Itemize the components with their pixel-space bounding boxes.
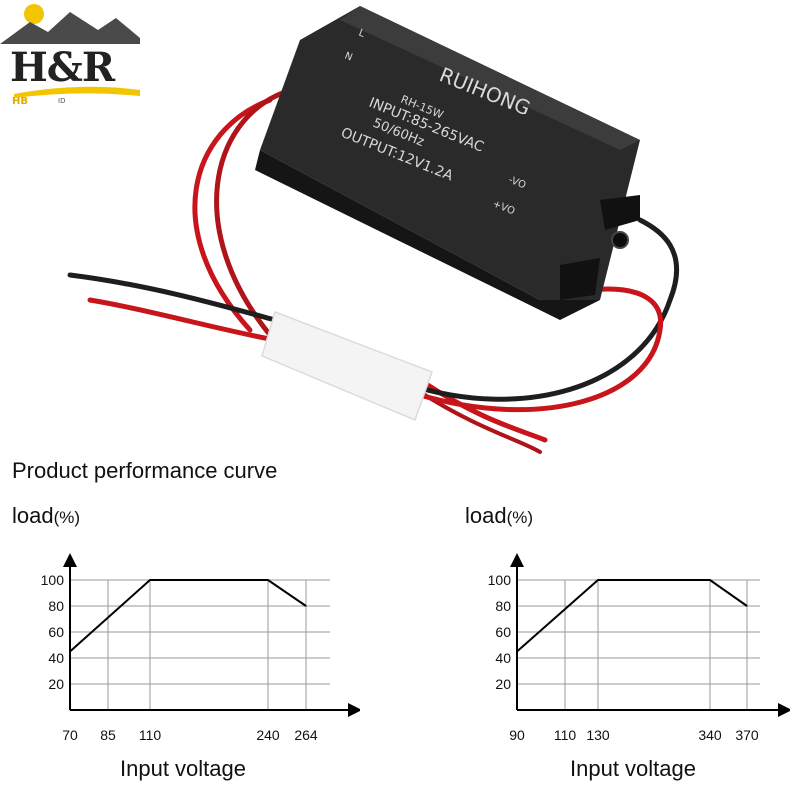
x-tick-label: 70	[62, 727, 78, 743]
chart2-plot: 20 40 60 80 100 90 110 130 340 370	[488, 553, 790, 743]
x-tick-label: 90	[509, 727, 525, 743]
x-tick-label: 340	[698, 727, 722, 743]
x-tick-label: 130	[586, 727, 610, 743]
data-point	[597, 579, 599, 581]
y-tick-label: 20	[495, 676, 511, 692]
chart2-ylabel: load(%)	[465, 503, 534, 528]
brand-logo: H&R HB ID	[0, 0, 145, 110]
y-tick-label: 20	[48, 676, 64, 692]
logo-sub: HB	[12, 96, 28, 107]
series-line	[69, 579, 307, 653]
y-axis-arrow	[63, 553, 77, 567]
logo-graphic	[0, 4, 140, 98]
y-tick-label: 100	[488, 572, 512, 588]
series-line	[516, 579, 748, 653]
x-tick-label: 264	[294, 727, 318, 743]
chart-section-title: Product performance curve	[12, 458, 278, 483]
chart1-plot: 20 40 60 80 100 70 85 110 240 264	[41, 553, 360, 743]
chart1-ylabel: load(%)	[12, 503, 81, 528]
data-point	[69, 651, 71, 652]
y-tick-label: 60	[495, 624, 511, 640]
sleeve	[261, 311, 433, 421]
pin-l-label: L	[357, 28, 367, 40]
data-point	[267, 579, 269, 581]
logo-sub2: ID	[58, 97, 66, 105]
pin-n-label: N	[343, 51, 354, 64]
product-photo: L N RUIHONG RH-15W INPUT:85-265VAC 50/60…	[0, 4, 679, 454]
y-axis-arrow	[510, 553, 524, 567]
x-tick-label: 110	[554, 727, 577, 743]
chart1-xlabel: Input voltage	[120, 756, 246, 781]
data-point	[305, 605, 307, 607]
data-point	[709, 579, 711, 581]
x-tick-label: 110	[139, 727, 162, 743]
x-tick-label: 240	[256, 727, 280, 743]
x-tick-label: 85	[100, 727, 116, 743]
y-tick-label: 40	[48, 650, 64, 666]
data-point	[516, 651, 518, 652]
y-tick-label: 100	[41, 572, 65, 588]
chart2-xlabel: Input voltage	[570, 756, 696, 781]
y-tick-label: 80	[495, 598, 511, 614]
data-point	[746, 605, 748, 607]
logo-text: H&R	[10, 44, 115, 91]
y-tick-label: 60	[48, 624, 64, 640]
wires	[67, 89, 679, 454]
x-axis-arrow	[348, 703, 360, 717]
y-tick-label: 80	[48, 598, 64, 614]
x-axis-arrow	[778, 703, 790, 717]
data-point	[149, 579, 151, 581]
y-tick-label: 40	[495, 650, 511, 666]
x-tick-label: 370	[735, 727, 759, 743]
module-body	[255, 6, 640, 320]
